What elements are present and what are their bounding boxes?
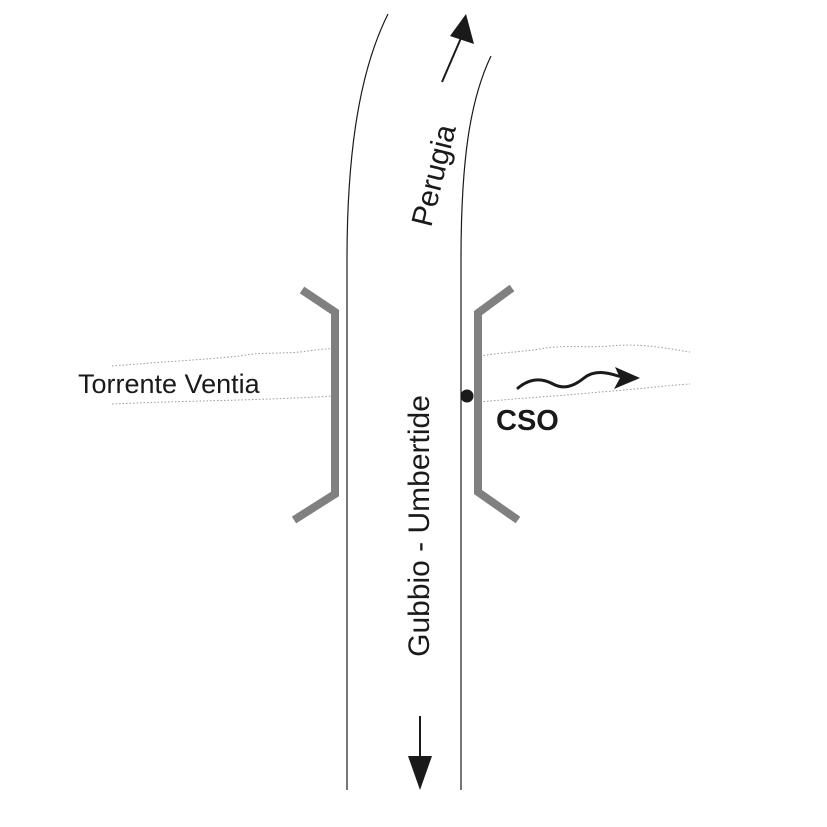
road-north-label: Perugia bbox=[406, 121, 463, 230]
north-arrowhead bbox=[450, 14, 474, 44]
river-label: Torrente Ventia bbox=[78, 369, 261, 399]
bridge-left-railing bbox=[291, 286, 339, 524]
road-right-edge bbox=[460, 55, 492, 790]
south-arrowhead bbox=[408, 756, 432, 790]
cso-outfall-point bbox=[460, 389, 474, 403]
road-south-label: Gubbio - Umbertide bbox=[403, 395, 436, 657]
river-lower-bank-left bbox=[111, 395, 337, 405]
river-upper-bank-right bbox=[479, 344, 691, 357]
cso-label: CSO bbox=[496, 405, 559, 437]
cso-flow-arrowhead bbox=[614, 367, 640, 389]
north-direction-arrow bbox=[441, 37, 462, 83]
river-upper-bank-left bbox=[111, 347, 337, 367]
cso-flow-arrow bbox=[516, 371, 636, 390]
river-lower-bank-right bbox=[479, 383, 691, 403]
bridge-right-railing bbox=[474, 284, 521, 524]
road-left-edge bbox=[346, 13, 389, 790]
